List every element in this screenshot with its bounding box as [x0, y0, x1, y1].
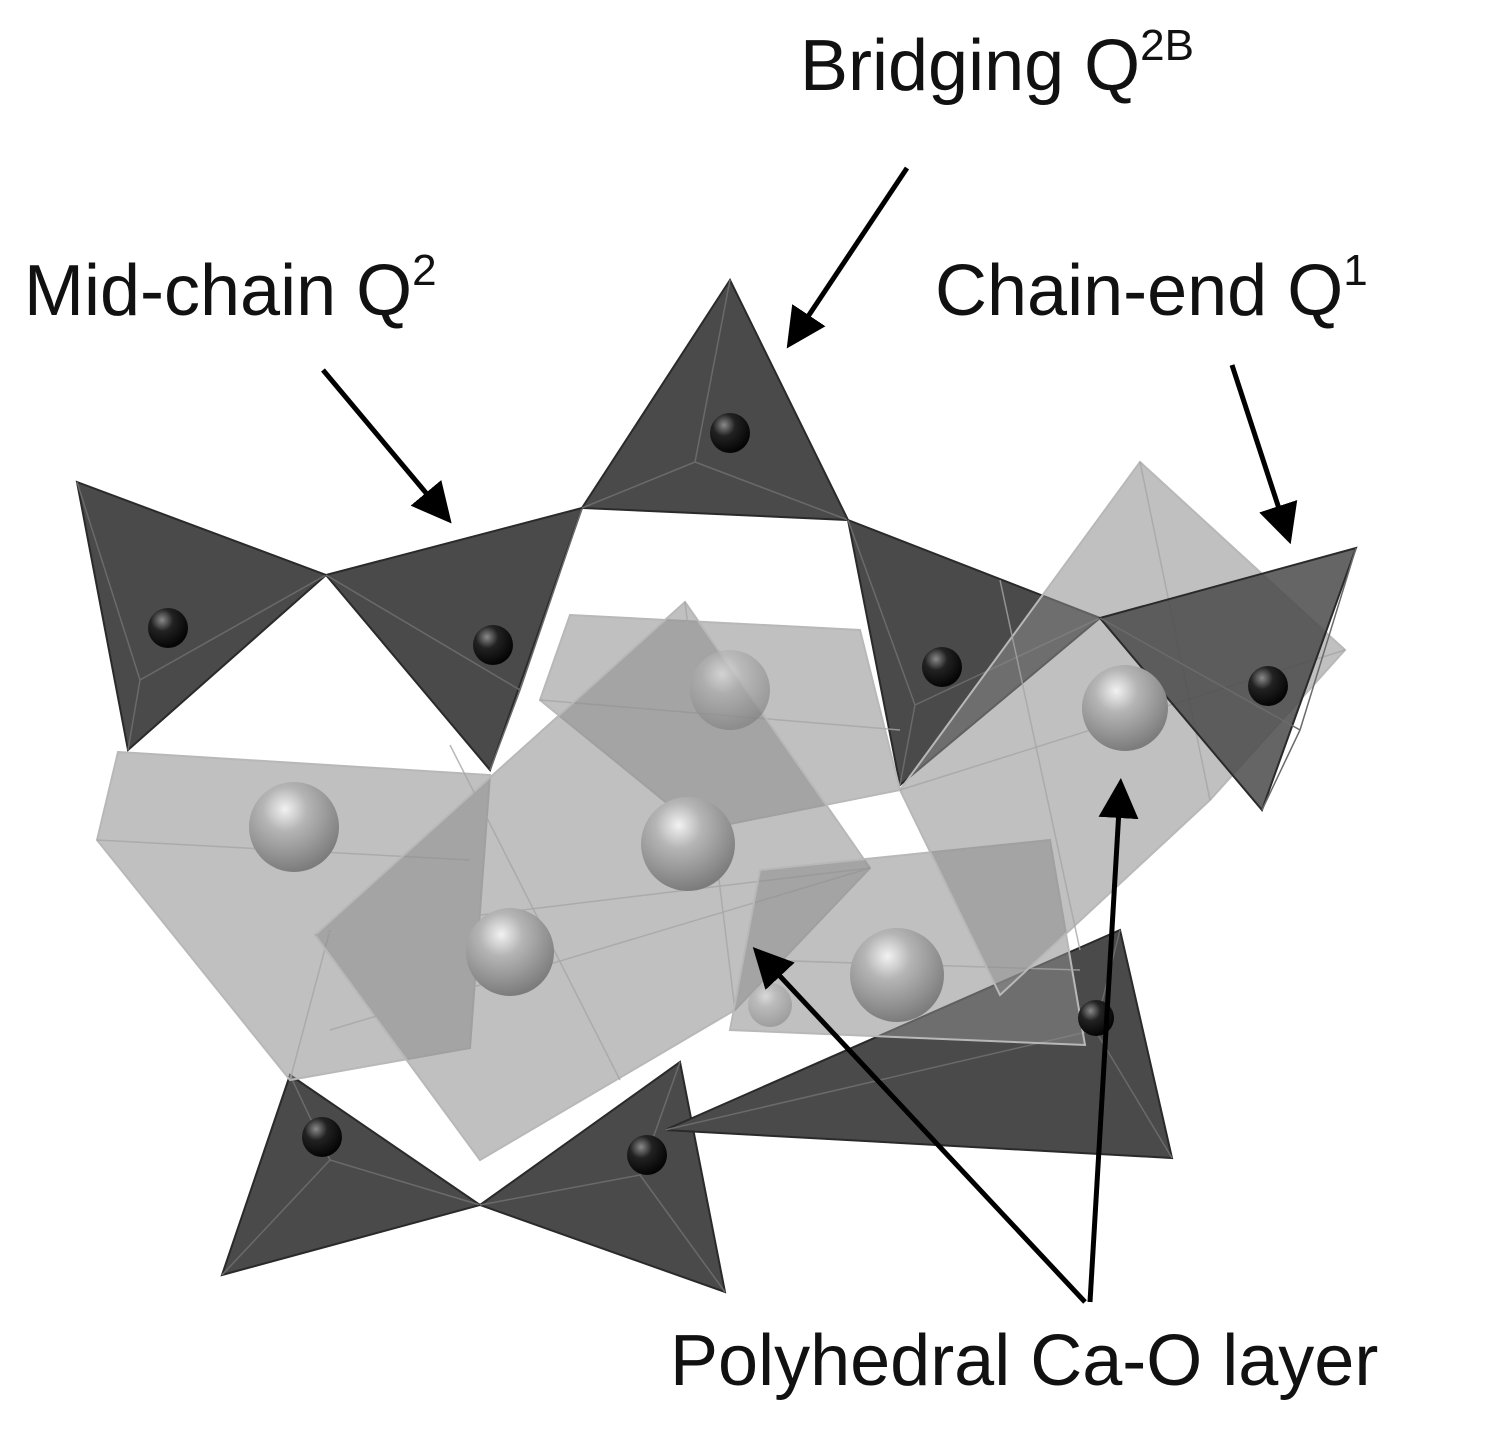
si-atom — [1248, 666, 1288, 706]
tetrahedron-edge — [221, 1159, 331, 1276]
ca-atoms — [249, 650, 1168, 1027]
octahedron-edge — [449, 744, 621, 1081]
tetrahedron-top-1 — [75, 480, 328, 752]
label-mid-chain: Mid-chain Q2 — [24, 246, 437, 331]
tetrahedron-edge — [127, 679, 141, 751]
arrow-ca-layer-1 — [752, 947, 1087, 1304]
tetrahedron-edge — [139, 574, 327, 681]
si-atom — [922, 647, 962, 687]
tetrahedron-edge — [519, 507, 583, 691]
si-atom — [148, 608, 188, 648]
tetrahedron-top-3-bridging — [580, 277, 850, 522]
arrow-mid-chain — [321, 368, 452, 524]
ca-atom — [466, 908, 554, 996]
tetrahedron-edge — [899, 704, 916, 786]
si-atom — [473, 625, 513, 665]
tetrahedron-top-2-mid-chain — [324, 506, 584, 772]
tetrahedron-edge — [329, 1159, 481, 1206]
octahedron-edge — [999, 579, 1081, 951]
label-bridging: Bridging Q2B — [800, 21, 1194, 106]
tetrahedron-edge — [479, 1174, 641, 1206]
label-ca-layer: Polyhedral Ca-O layer — [670, 1321, 1378, 1401]
chain-end-tetrahedron — [1098, 546, 1358, 812]
arrow-chain-end — [1229, 364, 1298, 545]
arrow-bridging — [786, 166, 910, 349]
tetrahedron-edge — [1261, 729, 1301, 811]
arrow-ca-layer-2 — [1087, 778, 1139, 1303]
ca-atom — [690, 650, 770, 730]
top-silicate-chain — [75, 277, 1102, 787]
ca-octahedron-3 — [313, 600, 872, 1162]
tetrahedron-edge — [1299, 547, 1357, 731]
octahedron-edge — [289, 929, 331, 1081]
tetrahedron-edge — [489, 689, 521, 771]
ca-atom — [748, 983, 792, 1027]
tetrahedron-bottom-2 — [477, 1060, 727, 1294]
annotation-arrows — [321, 166, 1298, 1304]
si-atom — [710, 413, 750, 453]
tetrahedron-edge — [76, 481, 141, 681]
tetrahedron-bottom-1 — [220, 1073, 483, 1277]
label-chain-end: Chain-end Q1 — [935, 246, 1368, 331]
ca-atom — [641, 797, 735, 891]
tetrahedron-edge — [1099, 617, 1301, 731]
tetrahedron-edge — [325, 574, 521, 691]
ca-atom — [249, 782, 339, 872]
ca-atom — [850, 928, 944, 1022]
tetrahedron-top-5-chain-end — [1098, 546, 1358, 812]
tetrahedron-edge — [639, 1174, 726, 1293]
tetrahedron-edge — [1094, 1029, 1173, 1159]
si-atom — [627, 1135, 667, 1175]
tetrahedron-edge — [694, 279, 731, 463]
tetrahedron-edge — [694, 461, 849, 521]
si-atom — [302, 1117, 342, 1157]
ca-atom — [1082, 665, 1168, 751]
tetrahedron-edge — [847, 519, 916, 706]
tetrahedron-edge — [581, 461, 696, 509]
